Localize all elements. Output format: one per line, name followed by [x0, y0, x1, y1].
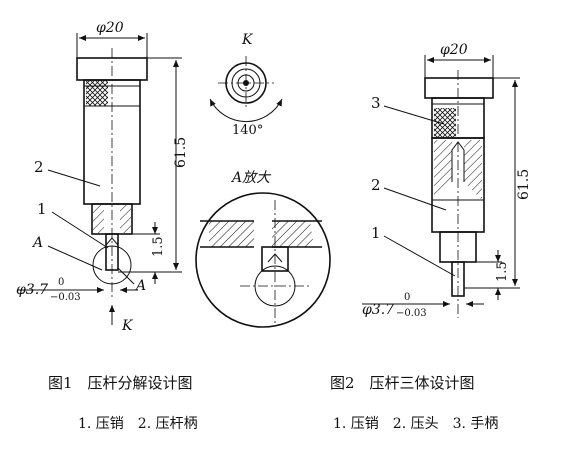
fig1-caption: 图1 压杆分解设计图	[48, 374, 193, 392]
fig1-label-1: 1	[37, 200, 47, 218]
fig1-label-2: 2	[34, 158, 44, 176]
fig2-caption: 图2 压杆三体设计图	[330, 374, 475, 392]
fig2-legend: 1. 压销 2. 压头 3. 手柄	[333, 416, 499, 432]
fig2-tol-lower: −0.03	[396, 308, 427, 319]
fig2-part-drawing: φ20 61.5 1.5 φ3.7 0 −0.03	[362, 42, 532, 319]
fig1-view-K: K 140°	[209, 32, 283, 138]
fig1-view-K-label: K	[241, 32, 254, 48]
fig1-diameter-dim: φ20	[96, 20, 124, 36]
fig1-tol-base: φ3.7	[16, 282, 48, 298]
fig2-label-3: 3	[371, 94, 381, 112]
fig1-length-dim: 61.5	[173, 137, 189, 168]
fig2-tol-upper: 0	[404, 292, 410, 303]
fig2-diameter-dim: φ20	[440, 42, 468, 58]
fig2-label-1: 1	[371, 224, 381, 242]
fig2-tol-base: φ3.7	[362, 302, 394, 318]
fig2-label-2: 2	[371, 176, 381, 194]
fig1-step-dim: 1.5	[151, 236, 166, 257]
fig1-angle-label: 140°	[232, 123, 263, 138]
fig2-length-dim: 61.5	[516, 169, 532, 200]
fig1-tol-upper: 0	[58, 277, 64, 288]
fig2-step-dim: 1.5	[495, 261, 510, 282]
fig1-tol-lower: −0.03	[50, 292, 81, 303]
fig1-label-K-bottom: K	[121, 318, 134, 334]
fig1-label-A1: A	[31, 235, 43, 251]
fig1-detail-A: A放大	[195, 170, 331, 328]
fig1-part-drawing: φ20 61.5 1.5 φ3.7 0 −0.03	[16, 20, 189, 334]
fig1-label-A2: A	[134, 278, 146, 294]
fig1-legend: 1. 压销 2. 压杆柄	[78, 416, 198, 432]
fig1-detail-label: A放大	[230, 170, 272, 186]
